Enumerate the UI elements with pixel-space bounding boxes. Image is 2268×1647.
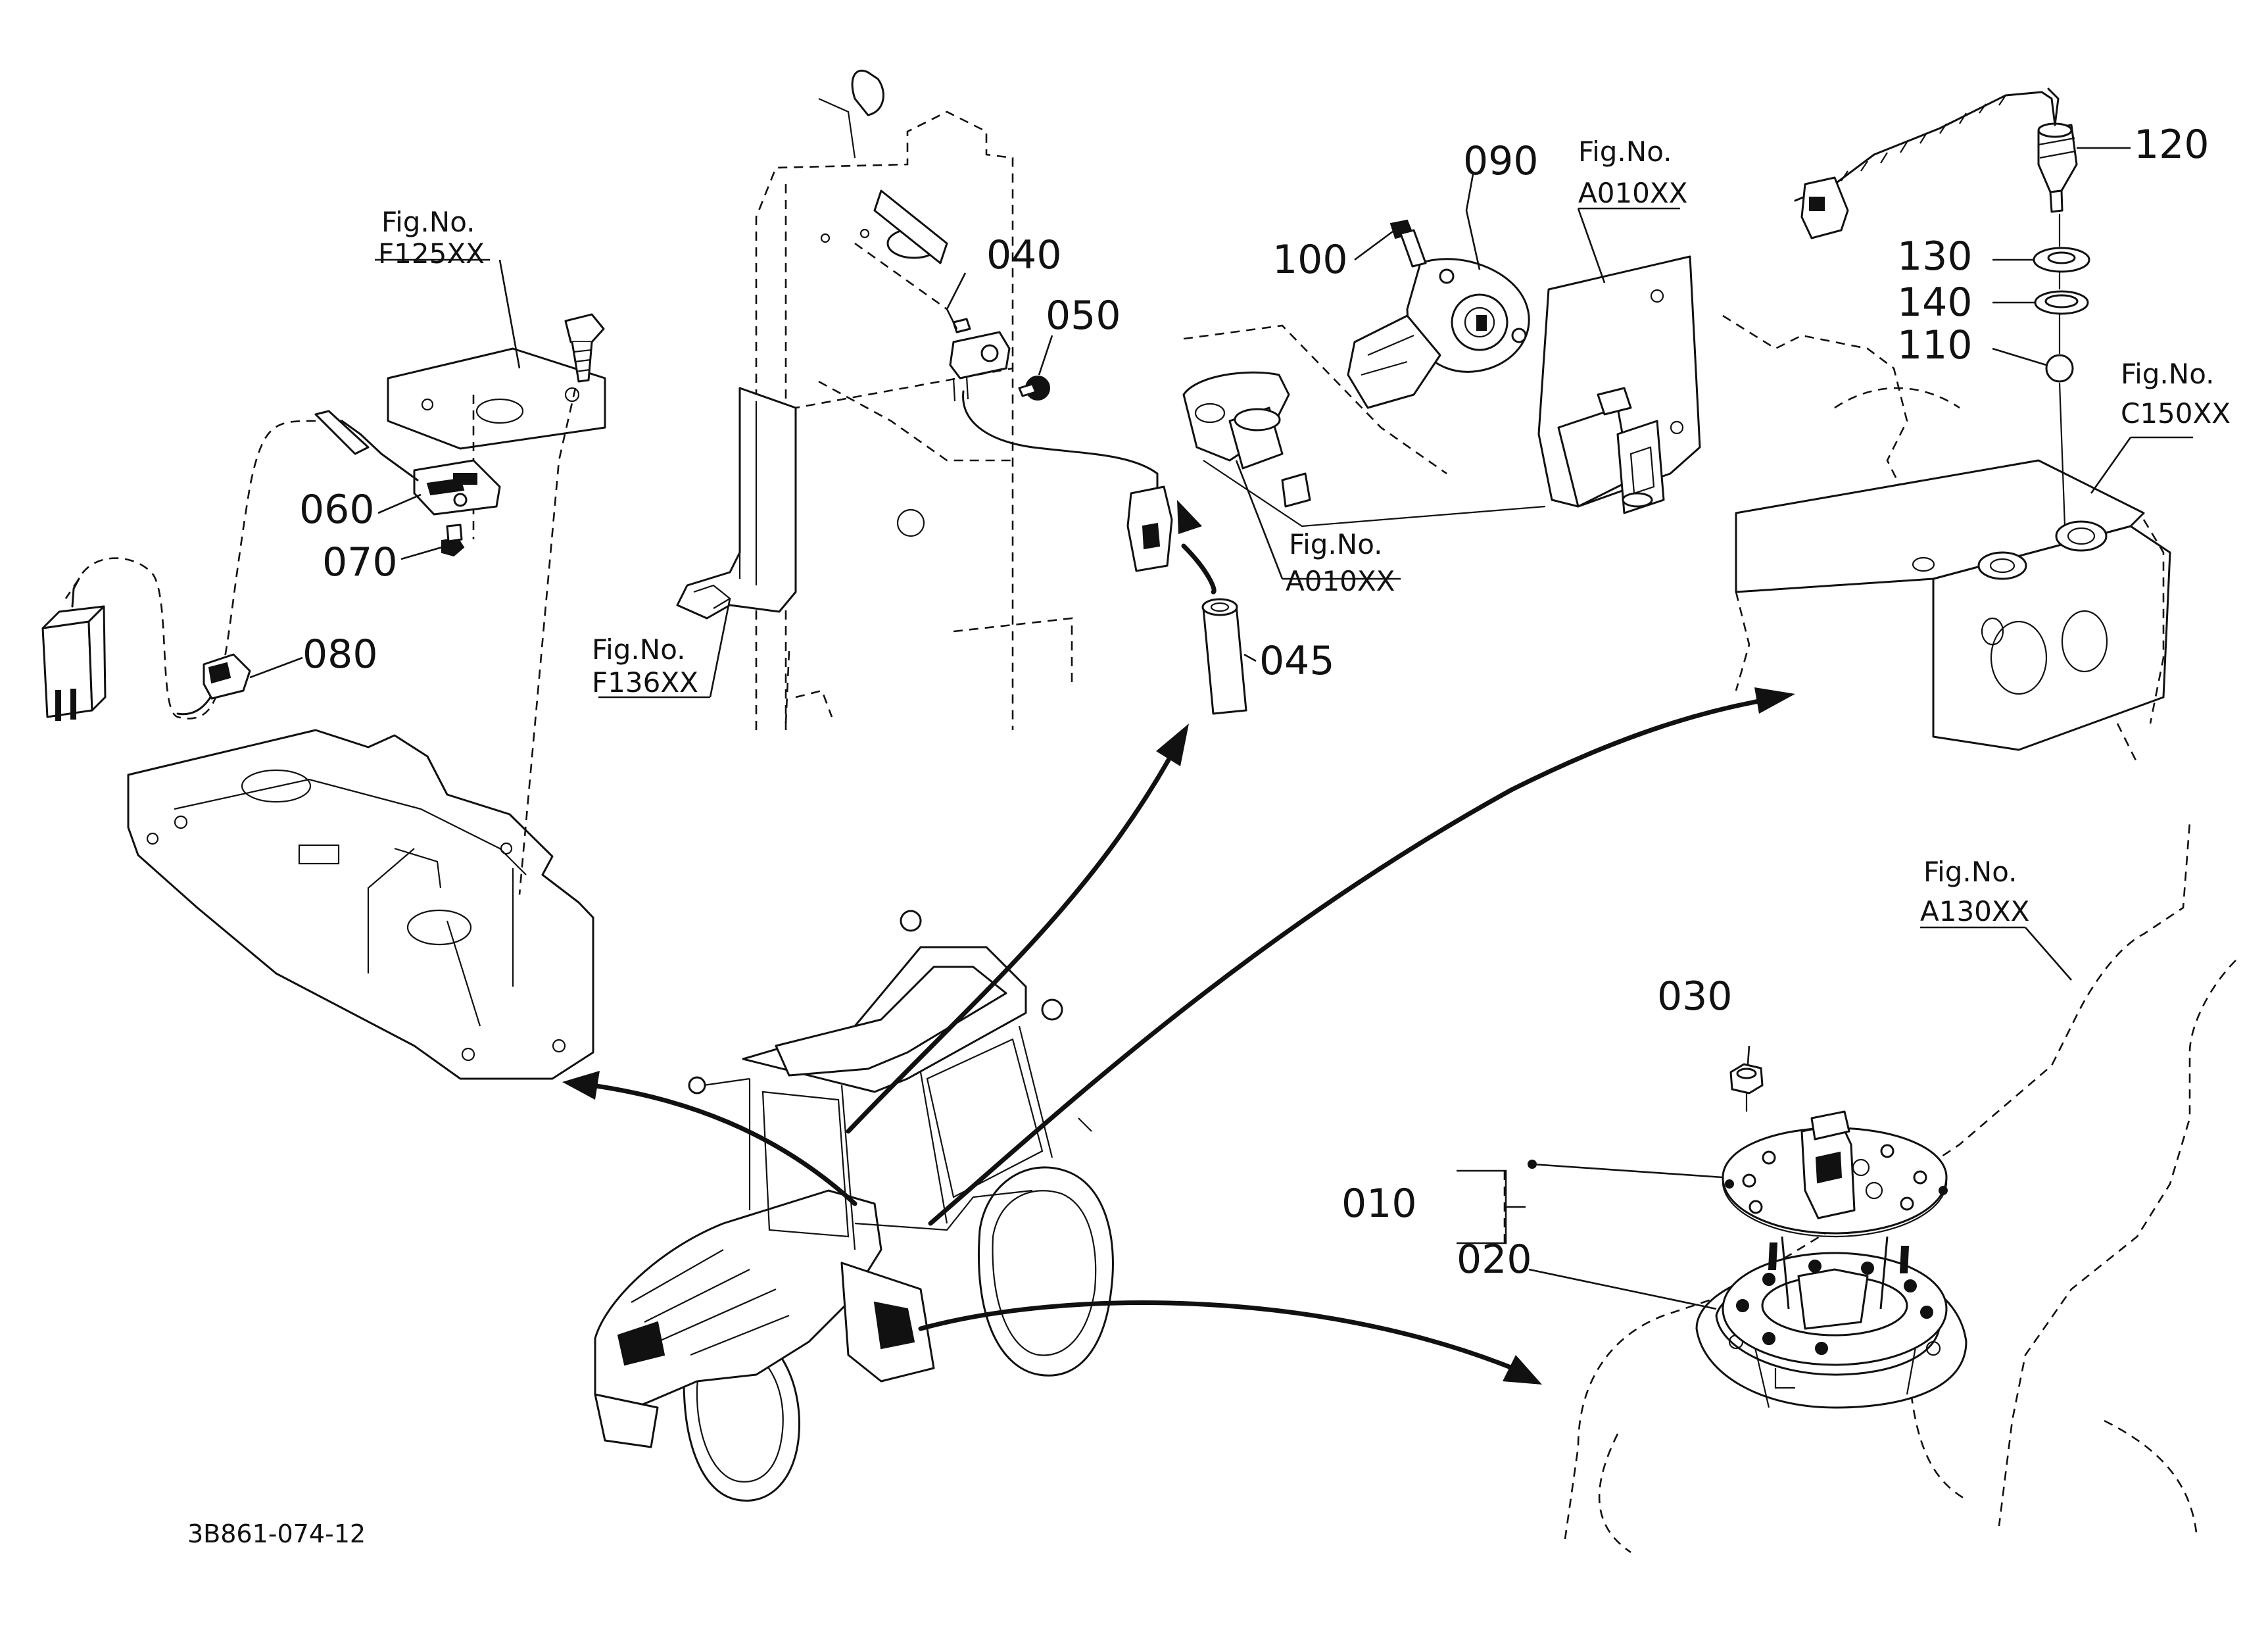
callout-010: 010 (1341, 1181, 1417, 1227)
arrow-to-column (846, 724, 1189, 1134)
sensor-090 (1347, 258, 1530, 409)
arrow-to-pedal-plate (562, 1071, 857, 1206)
figref-a010-title-top: Fig.No. (1578, 135, 1672, 168)
callout-070: 070 (322, 539, 398, 585)
bracket-f136 (676, 387, 797, 620)
figref-a010-code-mid: A010XX (1286, 565, 1395, 597)
figref-a010-code-top: A010XX (1578, 177, 1687, 209)
harness-left (64, 410, 419, 720)
callout-140: 140 (1897, 280, 1973, 326)
figref-a010-title-mid: Fig.No. (1289, 528, 1383, 560)
clamp-080 (203, 653, 251, 700)
callout-030: 030 (1657, 973, 1733, 1020)
sensor-120 (2037, 122, 2078, 213)
callout-040: 040 (986, 232, 1062, 278)
bolt-070 (441, 524, 465, 557)
assembly-axis-c150 (2058, 214, 2066, 527)
pedal-plate-assembly (127, 729, 594, 1080)
sleeve-045 (1201, 598, 1247, 715)
steering-column-bracket (755, 70, 1073, 730)
drawing-number: 3B861-074-12 (187, 1519, 366, 1548)
callout-100: 100 (1272, 237, 1348, 283)
connector-left (41, 578, 107, 721)
screw-100 (1389, 219, 1427, 268)
callout-110: 110 (1897, 322, 1973, 368)
callout-120: 120 (2134, 122, 2209, 168)
figref-c150-code: C150XX (2121, 397, 2231, 430)
callout-130: 130 (1897, 234, 1973, 280)
fuel-gauge-020 (1722, 1242, 1948, 1366)
switch-bracket (387, 347, 606, 895)
harness-center (962, 390, 1173, 572)
gasket-130 (2033, 247, 2090, 273)
callout-080: 080 (302, 631, 378, 677)
figref-f136-code: F136XX (592, 666, 698, 699)
harness-c150 (1794, 87, 2060, 239)
arrow-to-engine-block (928, 687, 1795, 1226)
figref-f125-code: F125XX (378, 237, 485, 270)
switch-060 (413, 459, 501, 516)
screw-050 (1018, 376, 1050, 401)
figref-a130-code: A130XX (1920, 895, 2029, 927)
accelerator-linkage (1182, 324, 1546, 528)
leader-lines (249, 147, 2193, 1310)
figref-f125-title: Fig.No. (381, 206, 475, 238)
figref-f136-title: Fig.No. (592, 633, 686, 666)
washer-140 (2034, 290, 2089, 315)
bolt-top-left (564, 313, 605, 383)
callout-045: 045 (1259, 638, 1335, 684)
nut-030 (1729, 1063, 1764, 1112)
callout-050: 050 (1046, 293, 1121, 339)
figref-c150-title: Fig.No. (2121, 358, 2215, 390)
fuel-gauge-flange-010 (1722, 1110, 1948, 1310)
engine-block-c150 (1722, 314, 2171, 764)
callout-060: 060 (299, 487, 375, 533)
bracket-a010 (1537, 255, 1701, 514)
arrow-to-sleeve (1177, 500, 1217, 595)
switch-040 (949, 318, 1011, 402)
arrow-to-fuel-tank (918, 1300, 1542, 1385)
tractor-overview (594, 910, 1114, 1502)
callout-020: 020 (1457, 1237, 1532, 1283)
ball-110 (2045, 354, 2074, 383)
callout-090: 090 (1463, 138, 1539, 184)
figref-a130-title: Fig.No. (1923, 856, 2017, 888)
